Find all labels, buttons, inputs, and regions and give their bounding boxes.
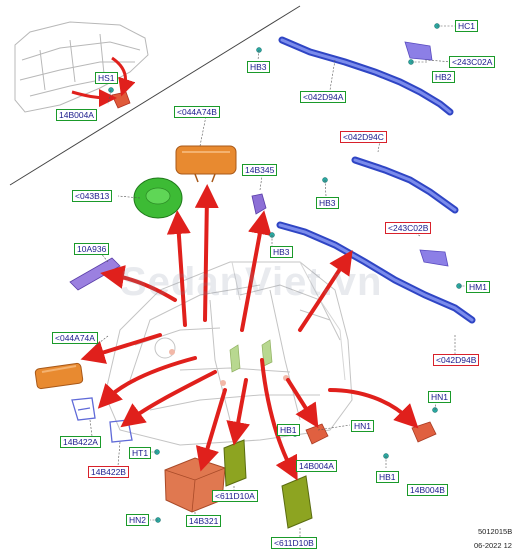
airbag-043b13: [133, 177, 183, 219]
callout-hn1-mid[interactable]: HN1: [351, 420, 375, 432]
airbag-044a74b: [175, 145, 237, 183]
callout-042d94c[interactable]: <042D94C: [340, 131, 387, 143]
curtain-airbag-042d94b: [276, 221, 476, 324]
callout-hn1-right[interactable]: HN1: [428, 391, 452, 403]
footer-date: 06-2022 12: [474, 541, 512, 550]
airbag-611d10b: [281, 475, 313, 529]
callout-hb3-top[interactable]: HB3: [247, 61, 270, 73]
callout-044a74a[interactable]: <044A74A: [52, 332, 98, 344]
vehicle-sensor-marker-3: [169, 349, 175, 355]
airbag-611d10a: [223, 439, 247, 487]
footer-code: 5012015B: [478, 527, 513, 536]
callout-hb1-right[interactable]: HB1: [376, 471, 399, 483]
callout-044a74b[interactable]: <044A74B: [174, 106, 220, 118]
callout-hb3-low[interactable]: HB3: [270, 246, 293, 258]
sensor-14b004a: [305, 423, 329, 445]
callout-14b004a-low[interactable]: 14B004A: [296, 460, 337, 472]
callout-14b345[interactable]: 14B345: [242, 164, 278, 176]
airbag-044a74a: [34, 362, 84, 390]
arrows: [80, 184, 419, 481]
watermark: SedanViet.vn: [120, 260, 383, 304]
callout-hb2[interactable]: HB2: [432, 71, 455, 83]
callout-hs1[interactable]: HS1: [95, 72, 118, 84]
callout-ht1[interactable]: HT1: [129, 447, 152, 459]
vehicle-knee-marker-1: [229, 344, 241, 373]
callout-hm1[interactable]: HM1: [466, 281, 490, 293]
callout-042d94b[interactable]: <042D94B: [433, 354, 480, 366]
callout-611d10a[interactable]: <611D10A: [212, 490, 258, 502]
callout-hc1[interactable]: HC1: [455, 20, 479, 32]
bracket-14b422b: [109, 419, 133, 443]
inset-arrow-2: [71, 88, 117, 107]
callout-243c02b[interactable]: <243C02B: [385, 222, 432, 234]
callout-hb1-mid[interactable]: HB1: [277, 424, 300, 436]
vehicle-door-frame: [231, 261, 346, 381]
callout-14b422a[interactable]: 14B422A: [60, 436, 101, 448]
callout-14b321[interactable]: 14B321: [186, 515, 222, 527]
curtain-airbag-042d94c: [351, 156, 459, 214]
divider-line: [9, 5, 301, 186]
part-14b345: [251, 193, 267, 215]
bracket-243c02b: [419, 249, 449, 267]
callout-14b004b[interactable]: 14B004B: [407, 484, 448, 496]
callout-hb3-mid[interactable]: HB3: [316, 197, 339, 209]
callout-243c02a[interactable]: <243C02A: [449, 56, 496, 68]
inset-bumper-sketch: [14, 21, 149, 113]
module-14b321: [164, 457, 226, 513]
bracket-14b422a: [71, 397, 96, 421]
inset-sensor: [111, 91, 131, 109]
callout-611d10b[interactable]: <611D10B: [271, 537, 317, 549]
callout-043b13[interactable]: <043B13: [72, 190, 113, 202]
bracket-243c02a: [404, 41, 433, 61]
callout-14b004a-top[interactable]: 14B004A: [56, 109, 97, 121]
callout-042d94a[interactable]: <042D94A: [300, 91, 347, 103]
callout-14b422b[interactable]: 14B422B: [88, 466, 129, 478]
sensor-14b004b: [411, 421, 437, 443]
vehicle-sensor-marker-1: [220, 380, 226, 386]
callout-10a936[interactable]: 10A936: [74, 243, 110, 255]
curtain-airbag-042d94a: [278, 36, 454, 116]
inset-arrow-1: [111, 56, 136, 97]
callout-hn2[interactable]: HN2: [126, 514, 150, 526]
